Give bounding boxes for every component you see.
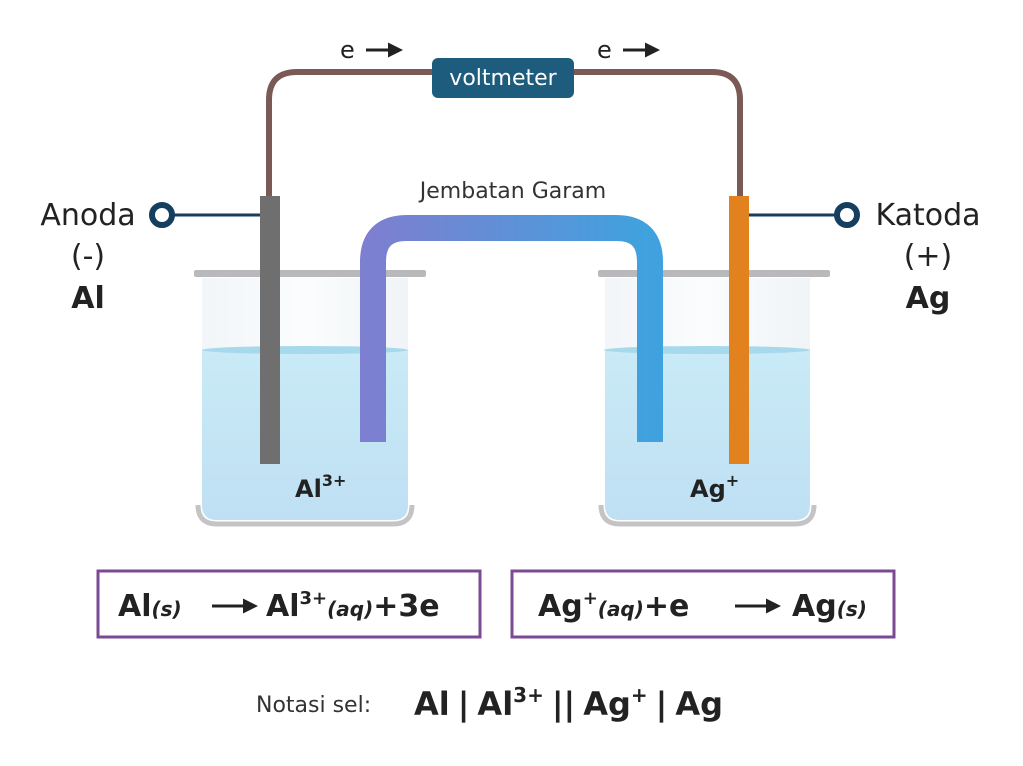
anode-name: Anoda: [40, 198, 135, 233]
cell-notation-expression: Al|Al3+||Ag+|Ag: [414, 683, 723, 724]
cathode-sign: (+): [904, 239, 953, 274]
cathode-label: Katoda (+) Ag: [875, 198, 980, 316]
left-beaker-rim: [194, 270, 426, 277]
voltmeter: voltmeter: [432, 58, 574, 98]
anode-label: Anoda (-) Al: [40, 198, 135, 316]
cathode-metal: Ag: [906, 281, 951, 316]
anode-sign: (-): [71, 239, 105, 274]
cathode-reaction-box: Ag+(aq)+e Ag(s): [510, 569, 896, 639]
cathode-reaction-right: Ag(s): [792, 589, 867, 624]
anode-electrode: [260, 196, 280, 464]
electron-flow-right: e: [597, 36, 660, 64]
electron-label-left: e: [340, 36, 355, 64]
left-beaker: [194, 270, 426, 527]
right-ion-label: Ag+: [690, 471, 739, 503]
left-solution: [202, 350, 408, 520]
cathode-reaction-left: Ag+(aq)+e: [538, 588, 689, 624]
left-ion-label: Al3+: [295, 471, 346, 503]
salt-bridge: [360, 215, 663, 442]
anode-reaction-left: Al(s): [118, 589, 182, 624]
cathode-name: Katoda: [875, 198, 980, 233]
cell-notation: Notasi sel: Al|Al3+||Ag+|Ag: [256, 683, 723, 724]
electron-flow-left: e: [340, 36, 403, 64]
anode-reaction-box: Al(s) Al3+(aq)+3e: [96, 569, 482, 639]
anode-metal: Al: [71, 281, 105, 316]
anode-reaction-right: Al3+(aq)+3e: [266, 588, 440, 624]
voltmeter-label: voltmeter: [449, 66, 557, 91]
electron-label-right: e: [597, 36, 612, 64]
salt-bridge-label: Jembatan Garam: [418, 179, 606, 204]
anode-terminal-icon: [149, 202, 175, 228]
cathode-electrode: [729, 196, 749, 464]
cathode-terminal-icon: [834, 202, 860, 228]
cell-notation-label: Notasi sel:: [256, 693, 371, 718]
right-beaker-rim: [598, 270, 830, 277]
